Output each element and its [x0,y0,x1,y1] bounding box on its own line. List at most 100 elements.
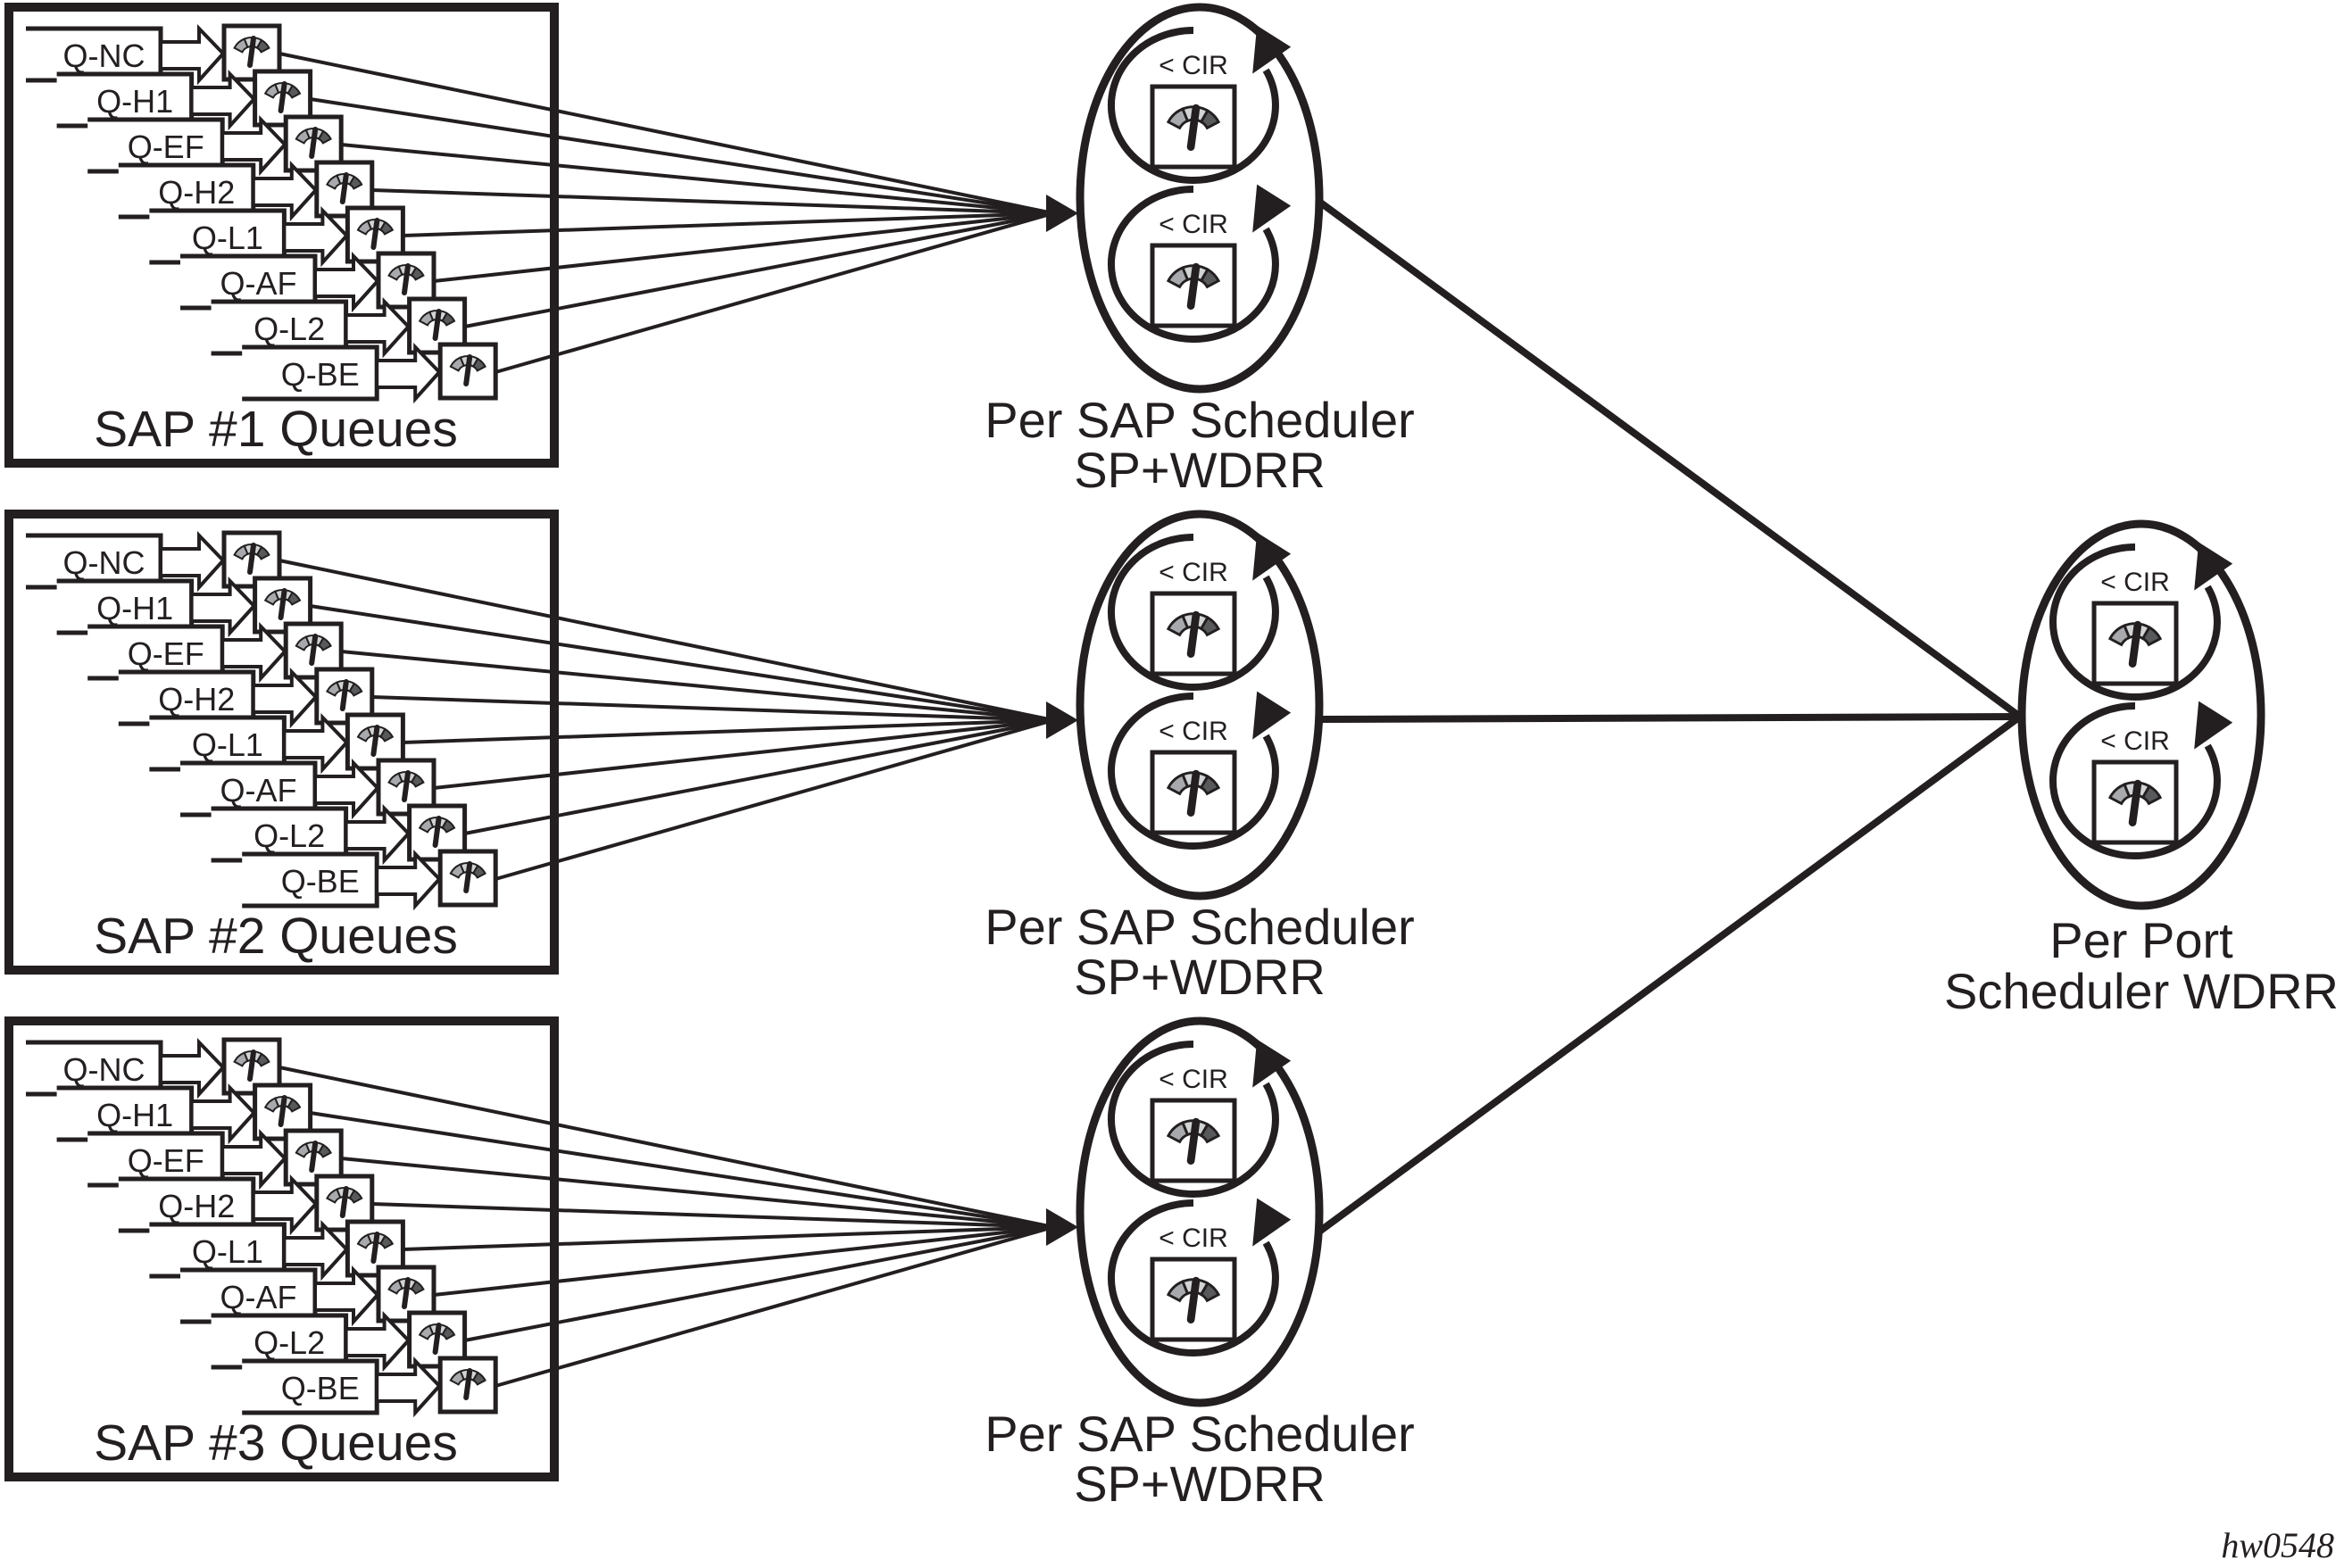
sap-3-scheduler-title: Per SAP Scheduler [985,1406,1414,1462]
queue-output-line [310,604,1054,722]
meter-box [1150,1098,1237,1183]
gauge-segment-high [1199,1281,1221,1303]
queue-label: Q-L1 [192,220,263,256]
gauge-icon [1166,610,1221,659]
gauge-segment-high [2140,625,2163,647]
queue-row-q-be: Q-BE [242,342,498,404]
queue-label: Q-AF [220,1279,297,1315]
queue-backing [242,854,378,906]
queue-label: Q-L2 [254,311,325,347]
cir-loop-upper: < CIR [2049,542,2233,701]
loop-arrowhead-icon [1252,532,1292,581]
loop-arrowhead-icon [1252,691,1292,740]
queue-output-line [495,1225,1054,1388]
gauge-segment-high [255,545,270,560]
queue-output-line [371,188,1054,215]
queue-arrow-icon [313,252,380,313]
gauge-segment-high [410,266,425,281]
queue-output-line [371,695,1054,722]
gauge-segment-high [410,1280,425,1295]
queue-arrow-icon [282,1220,350,1282]
gauge-needle [339,1186,349,1218]
gauge-icon [295,1141,332,1173]
gauge-needle [339,172,349,204]
queue-label: Q-L1 [192,1233,263,1270]
sap-1-fan-lines [278,52,1054,374]
gauge-segment-high [317,636,332,651]
loop-arc [1107,27,1279,184]
gauge-segment-high [1199,615,1221,637]
gauge-segment-high [441,818,456,834]
gauge-needle [309,1141,319,1173]
loop-arc [1107,186,1279,343]
queue-row-q-ef: Q-EF [87,1128,344,1191]
queue-backing [26,535,161,587]
loop-arc [1107,1199,1279,1356]
queue-label: Q-EF [128,1142,204,1179]
gauge-icon [326,172,363,204]
gauge-icon [326,1186,363,1218]
cir-loop-upper: < CIR [1107,25,1292,184]
gauge-needle [402,263,411,295]
queue-backing [118,1179,254,1231]
arrowhead-icon [1046,1208,1078,1246]
queue-row-q-h1: Q-H1 [56,576,313,638]
scheduler-ellipse [1076,3,1324,394]
queue-arrow-icon [282,713,350,775]
queue-row-q-af: Q-AF [180,758,436,820]
queue-label: Q-H1 [96,1097,173,1133]
queue-arrow-icon [375,850,442,911]
loop-arc [1107,534,1279,691]
queue-arrow-icon [220,1129,287,1191]
gauge-icon [387,1277,425,1309]
gauge-icon [1166,1117,1221,1166]
scheduler-ellipse [1076,510,1324,900]
gauge-needle [370,1232,380,1264]
sap-1-label: SAP #1 Queues [94,401,458,458]
queue-row-q-af: Q-AF [180,1265,436,1327]
loop-arc [2049,702,2221,859]
queue-output-line [341,650,1054,722]
queue-arrow-icon [220,622,287,684]
gauge-segment-high [348,682,363,697]
gauge-icon [387,770,425,802]
cir-label: < CIR [1159,717,1228,746]
gauge-segment-high [441,311,456,327]
loop-arrowhead-icon [2194,701,2233,750]
queue-label: Q-EF [128,129,204,165]
gauge-needle [463,861,473,893]
gauge-icon [356,725,395,757]
gauge-segment-high [1199,1122,1221,1144]
cir-loop-lower: < CIR [1107,691,1292,850]
cir-loop-lower: < CIR [2049,701,2233,859]
cir-loop-lower: < CIR [1107,1198,1292,1356]
gauge-icon [233,36,270,68]
gauge-needle [278,81,287,113]
queue-label: Q-L2 [254,1324,325,1361]
gauge-icon [418,1323,456,1355]
loop-arc [1107,1041,1279,1198]
loop-arrowhead-icon [2194,542,2233,591]
gauge-icon [263,1095,302,1127]
gauge-needle [278,1095,287,1127]
queue-backing [26,1042,161,1094]
gauge-segment-high [441,1325,456,1340]
queue-output-line [495,212,1054,374]
arrowhead-icon [1046,701,1078,739]
cir-label: < CIR [1159,210,1228,239]
gauge-icon [418,816,456,848]
gauge-segment-high [471,1371,486,1386]
loop-arrowhead-icon [1252,25,1292,74]
queue-arrow-icon [159,1038,226,1099]
gauge-segment-high [287,84,302,99]
queue-output-line [403,212,1054,237]
queue-backing [180,256,315,308]
queue-backing [87,1133,223,1185]
queue-arrow-icon [251,161,319,222]
gauge-needle [309,634,319,666]
gauge-needle [2128,779,2142,827]
cir-label: < CIR [1159,558,1228,587]
